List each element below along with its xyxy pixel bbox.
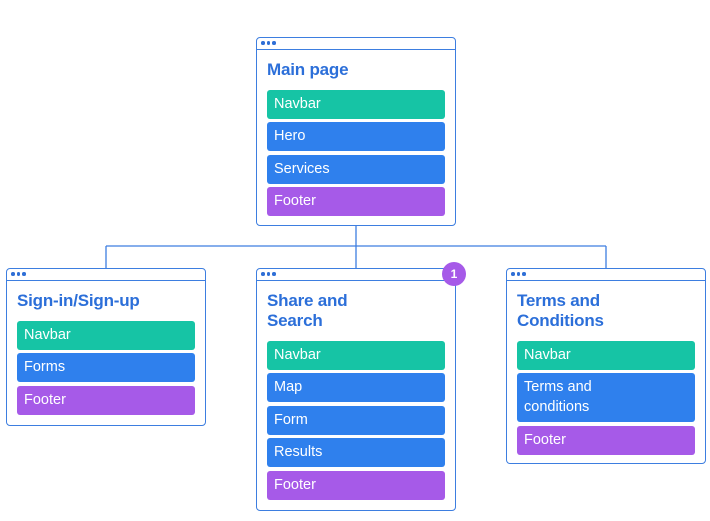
form-block: Form: [267, 406, 445, 435]
footer-block: Footer: [517, 426, 695, 455]
window-dots-icon: [11, 272, 26, 277]
card-title: Terms and Conditions: [517, 291, 604, 330]
footer-block: Footer: [17, 386, 195, 415]
share-search-card: Share and Search Navbar Map Form Results…: [256, 268, 456, 511]
window-dots-icon: [511, 272, 526, 277]
card-title: Sign-in/Sign-up: [17, 291, 140, 310]
card-title: Share and Search: [267, 291, 348, 330]
navbar-block: Navbar: [267, 341, 445, 370]
navbar-block: Navbar: [517, 341, 695, 370]
count-badge: 1: [442, 262, 466, 286]
navbar-block: Navbar: [267, 90, 445, 119]
services-block: Services: [267, 155, 445, 184]
footer-block: Footer: [267, 471, 445, 500]
main-page-card: Main page Navbar Hero Services Footer: [256, 37, 456, 226]
window-titlebar: [257, 38, 455, 50]
window-titlebar: [7, 269, 205, 281]
window-titlebar: [507, 269, 705, 281]
window-titlebar: [257, 269, 455, 281]
terms-block: Terms and conditions: [517, 373, 695, 422]
footer-block: Footer: [267, 187, 445, 216]
hero-block: Hero: [267, 122, 445, 151]
card-title: Main page: [267, 60, 349, 79]
window-dots-icon: [261, 272, 276, 277]
forms-block: Forms: [17, 353, 195, 382]
window-dots-icon: [261, 41, 276, 46]
terms-conditions-card: Terms and Conditions Navbar Terms and co…: [506, 268, 706, 464]
map-block: Map: [267, 373, 445, 402]
results-block: Results: [267, 438, 445, 467]
navbar-block: Navbar: [17, 321, 195, 350]
signin-signup-card: Sign-in/Sign-up Navbar Forms Footer: [6, 268, 206, 426]
